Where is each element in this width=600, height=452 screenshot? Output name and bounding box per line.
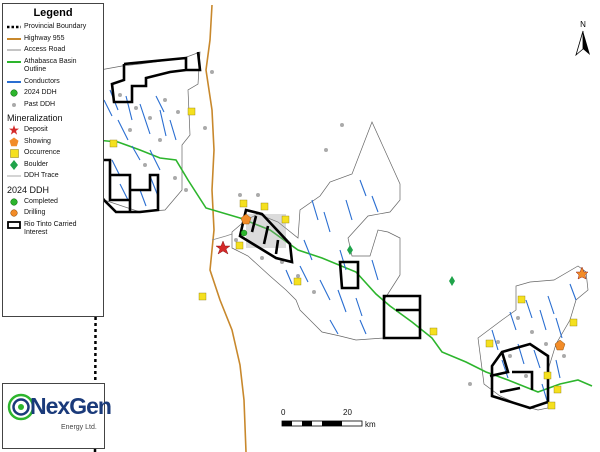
- legend-item-deposit: Deposit: [7, 125, 99, 135]
- legend-label: Past DDH: [24, 100, 56, 108]
- scale-start-label: 0: [281, 408, 286, 417]
- dashed-line-icon: [7, 23, 21, 31]
- legend-item-highway: Highway 955: [7, 35, 99, 44]
- legend-label: Provincial Boundary: [24, 23, 87, 30]
- highway-line-icon: [7, 35, 21, 43]
- green-circle-icon: [7, 197, 21, 206]
- legend-label: 2024 DDH: [24, 89, 57, 96]
- legend-item-rio-tinto: Rio Tinto Carried Interest: [7, 221, 99, 238]
- legend-item-showing: Showing: [7, 137, 99, 147]
- showings: [240, 213, 566, 351]
- legend-item-basin-outline: Athabasca Basin Outline: [7, 58, 99, 75]
- scale-unit-label: km: [365, 420, 376, 429]
- scale-end-label: 20: [343, 408, 352, 417]
- black-box-icon: [7, 220, 21, 229]
- deposit-star: [215, 240, 231, 255]
- legend-heading-2024-ddh: 2024 DDH: [7, 184, 50, 195]
- yellow-square-icon: [7, 148, 21, 158]
- deposits: [215, 240, 589, 280]
- scale-bar: 0 20 km: [281, 408, 381, 433]
- north-label: N: [580, 20, 586, 29]
- north-arrow: N: [571, 20, 595, 60]
- rio-tinto-carried-interest: [90, 51, 550, 410]
- legend-title: Legend: [33, 7, 73, 19]
- boulders: [347, 245, 455, 286]
- deposit-star-east: [575, 266, 589, 280]
- orange-circle-icon: [7, 209, 21, 217]
- legend-heading-mineralization: Mineralization: [7, 113, 63, 123]
- legend-item-drilling: Drilling: [7, 209, 99, 218]
- legend-label: Rio Tinto Carried Interest: [24, 220, 77, 237]
- legend-item-conductors: Conductors: [7, 78, 99, 87]
- legend-item-ddh-trace: DDH Trace: [7, 172, 99, 181]
- company-logo: NexGen Energy Ltd.: [2, 383, 112, 449]
- legend-item-provincial-boundary: Provincial Boundary: [7, 23, 99, 32]
- legend-label: DDH Trace: [24, 172, 59, 179]
- road-line-icon: [7, 46, 21, 54]
- athabasca-basin-outline: [95, 139, 593, 393]
- logo-swirl-icon: [7, 393, 35, 421]
- legend-panel: Legend Provincial Boundary Highway 955 A…: [2, 3, 104, 317]
- logo-subtitle: Energy Ltd.: [61, 424, 97, 431]
- legend-label: Occurrence: [24, 149, 61, 156]
- north-arrow-icon: [575, 30, 590, 57]
- legend-label: Conductors: [24, 77, 60, 85]
- grey-dot-icon: [7, 101, 21, 109]
- conductor-line-icon: [7, 78, 21, 86]
- legend-item-access-road: Access Road: [7, 46, 99, 55]
- legend-item-completed: Completed: [7, 198, 99, 207]
- legend-label: Deposit: [24, 126, 48, 133]
- highway-955: [205, 4, 247, 452]
- legend-item-occurrence: Occurrence: [7, 148, 99, 158]
- legend-label: Drilling: [24, 209, 46, 216]
- legend-label: Access Road: [24, 46, 66, 53]
- green-diamond-icon: [7, 159, 21, 170]
- legend-item-2024-ddh: 2024 DDH: [7, 89, 99, 98]
- trace-line-icon: [7, 172, 21, 180]
- orange-pentagon-icon: [7, 137, 21, 146]
- legend-item-boulder: Boulder: [7, 159, 99, 170]
- basin-line-icon: [7, 58, 21, 66]
- legend-item-past-ddh: Past DDH: [7, 101, 99, 110]
- green-circle-icon: [7, 89, 21, 97]
- legend-label: Showing: [24, 137, 51, 145]
- legend-label: Boulder: [24, 160, 49, 168]
- legend-label: Completed: [24, 197, 58, 205]
- logo-name: NexGen: [30, 393, 112, 419]
- legend-label: Highway 955: [24, 34, 65, 42]
- completed-ddh-2024: [240, 229, 248, 237]
- legend-label: Athabasca Basin Outline: [24, 57, 77, 74]
- scale-bar-graphic: [281, 420, 363, 427]
- occurrences: [109, 107, 578, 410]
- past-ddh-points: [118, 70, 566, 386]
- red-star-icon: [7, 125, 21, 135]
